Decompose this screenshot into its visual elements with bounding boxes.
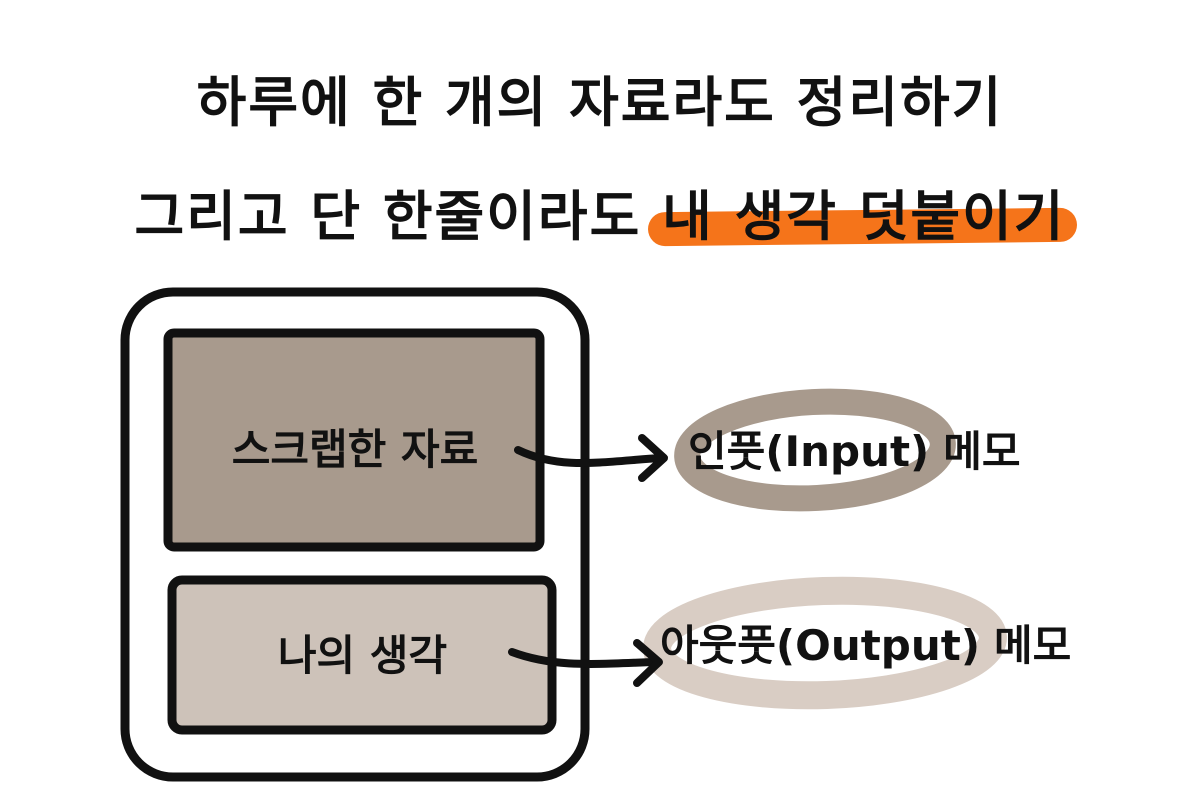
input-memo-label: 인풋(Input) 메모: [688, 418, 1021, 479]
output-memo-ellipse: [643, 576, 1007, 710]
scrap-material-label: 스크랩한 자료: [231, 425, 479, 474]
output-memo-suffix: 메모: [994, 621, 1072, 670]
headline-line-2: 그리고 단 한줄이라도 내 생각 덧붙이기: [0, 172, 1200, 251]
output-arrow: [508, 639, 663, 687]
highlighted-phrase-text: 내 생각 덧붙이기: [662, 185, 1066, 248]
headline-line-2-prefix: 그리고 단 한줄이라도: [134, 185, 642, 248]
highlighted-phrase: 내 생각 덧붙이기: [647, 172, 1078, 251]
scrap-material-box: [163, 328, 545, 552]
input-memo-text: 인풋(Input): [688, 427, 930, 476]
input-memo-ellipse: [674, 388, 956, 512]
output-memo-text: 아웃풋(Output): [660, 621, 981, 670]
output-memo-label: 아웃풋(Output) 메모: [660, 612, 1071, 673]
my-thought-label: 나의 생각: [277, 631, 448, 680]
input-arrow: [514, 434, 668, 482]
input-memo-suffix: 메모: [943, 427, 1021, 476]
my-thought-box: [167, 575, 557, 735]
outer-frame: [120, 287, 590, 782]
headline-line-1: 하루에 한 개의 자료라도 정리하기: [196, 71, 1004, 134]
